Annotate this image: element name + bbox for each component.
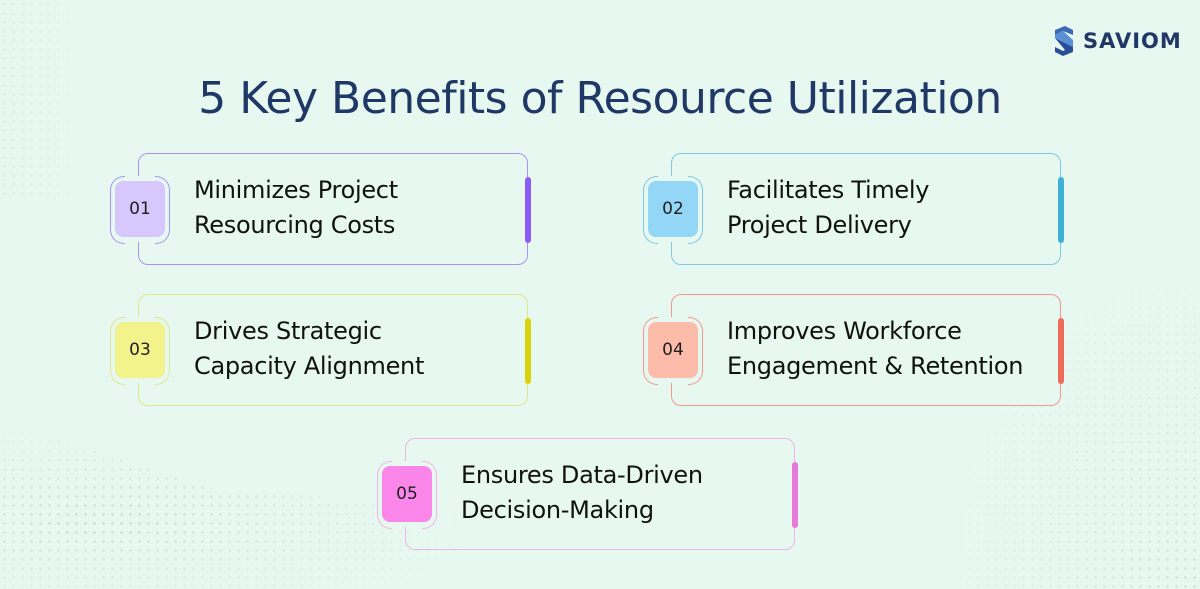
saviom-s-logo-icon (1055, 26, 1073, 56)
benefit-line-1: Minimizes Project (194, 176, 398, 204)
accent-bar (525, 177, 531, 243)
benefit-line-2: Decision-Making (461, 496, 654, 524)
number-badge: 02 (648, 181, 698, 237)
benefit-card-02: 02 Facilitates Timely Project Delivery (643, 153, 1064, 265)
saviom-logo: SAVIOM (1053, 26, 1182, 56)
number-badge: 04 (648, 322, 698, 378)
benefit-line-2: Project Delivery (727, 211, 912, 239)
accent-bar (1058, 318, 1064, 384)
dot-wave-decoration (920, 240, 1200, 589)
accent-bar (792, 462, 798, 528)
card-frame (671, 294, 1061, 406)
benefit-text: Facilitates Timely Project Delivery (727, 173, 1031, 243)
number-badge: 05 (382, 466, 432, 522)
benefit-line-2: Engagement & Retention (727, 352, 1024, 380)
benefit-text: Drives Strategic Capacity Alignment (194, 314, 498, 384)
benefit-text: Improves Workforce Engagement & Retentio… (727, 314, 1031, 384)
accent-bar (1058, 177, 1064, 243)
benefit-card-04: 04 Improves Workforce Engagement & Reten… (643, 294, 1064, 406)
benefit-line-1: Facilitates Timely (727, 176, 930, 204)
card-frame (138, 294, 528, 406)
benefit-line-2: Capacity Alignment (194, 352, 425, 380)
benefit-text: Ensures Data-Driven Decision-Making (461, 458, 765, 528)
number-badge: 01 (115, 181, 165, 237)
benefit-card-01: 01 Minimizes Project Resourcing Costs (110, 153, 531, 265)
benefit-text: Minimizes Project Resourcing Costs (194, 173, 498, 243)
benefit-line-1: Improves Workforce (727, 317, 962, 345)
benefit-line-2: Resourcing Costs (194, 211, 396, 239)
benefit-line-1: Drives Strategic (194, 317, 382, 345)
benefit-line-1: Ensures Data-Driven (461, 461, 703, 489)
number-badge: 03 (115, 322, 165, 378)
page-title: 5 Key Benefits of Resource Utilization (198, 73, 1002, 125)
accent-bar (525, 318, 531, 384)
benefit-card-03: 03 Drives Strategic Capacity Alignment (110, 294, 531, 406)
card-frame (405, 438, 795, 550)
benefit-card-05: 05 Ensures Data-Driven Decision-Making (377, 438, 798, 550)
card-frame (138, 153, 528, 265)
logo-text: SAVIOM (1083, 29, 1182, 53)
